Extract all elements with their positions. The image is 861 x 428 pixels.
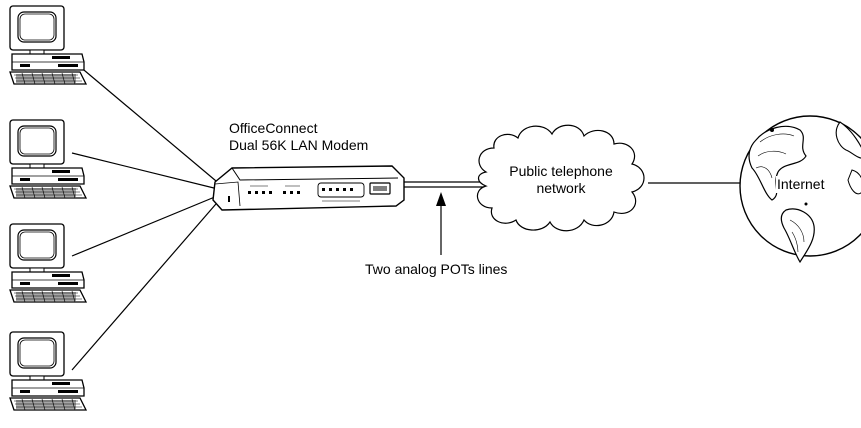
arrow-icon [436,192,446,255]
computer-icon [9,119,87,199]
internet-label: Internet [776,176,826,193]
computer-icon [9,331,87,411]
modem-icon [212,165,405,211]
modem-name-line1: OfficeConnect [229,120,318,136]
modem-name-line2: Dual 56K LAN Modem [229,137,369,153]
pc-4-link [71,196,223,371]
cloud-icon [476,124,645,232]
pots-lines-label: Two analog POTs lines [365,261,508,277]
pc-1-link [71,59,223,187]
pc-3-link [71,193,223,257]
network-label-line1: Public telephone [509,163,613,179]
pc-2-link [71,152,223,191]
computer-icon [9,5,87,85]
computer-icon [9,223,87,303]
network-label-line2: network [536,180,586,196]
